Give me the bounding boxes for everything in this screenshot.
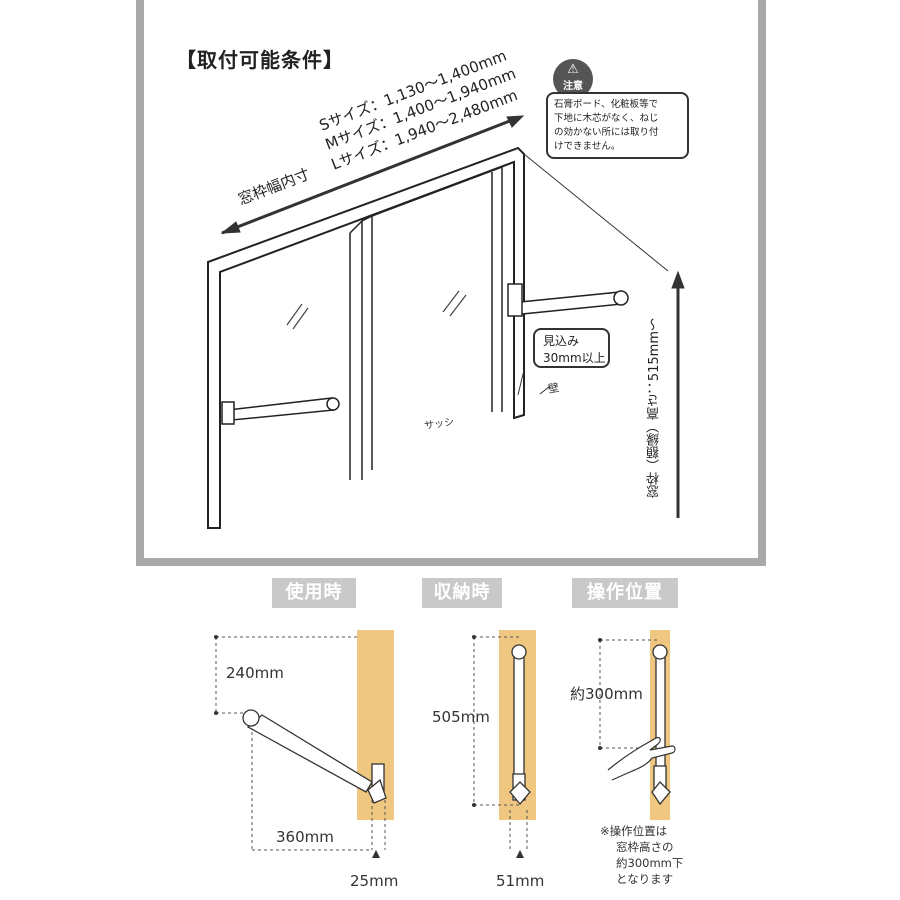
operation-position-diagram	[598, 630, 676, 820]
operation-height-dim: 約300mm	[570, 685, 643, 703]
leader-lines	[517, 153, 669, 396]
badge-stored: 収納時	[422, 578, 502, 608]
stored-state-diagram	[472, 630, 536, 858]
stored-depth-dim: 51mm	[496, 872, 545, 890]
stored-length-dim: 505mm	[432, 708, 490, 726]
height-arrow	[671, 270, 685, 518]
sash-panels	[349, 166, 503, 480]
use-height-dim: 240mm	[226, 664, 284, 682]
right-arm	[507, 283, 629, 317]
installation-conditions-title: 【取付可能条件】	[176, 48, 344, 72]
badge-in-use: 使用時	[272, 578, 356, 608]
frame-height-label: 窓枠（額縁）高さ：515mm〜	[647, 318, 662, 499]
hand-icon	[607, 736, 676, 781]
use-reach-dim: 360mm	[276, 828, 334, 846]
glass-reflection-marks	[286, 290, 467, 330]
caution-note: 石膏ボード、化粧板等で 下地に木芯がなく、ねじ の効かない所には取り付 けできま…	[546, 92, 689, 159]
use-depth-dim: 25mm	[350, 872, 399, 890]
window-frame	[207, 146, 525, 529]
badge-operation-position: 操作位置	[572, 578, 678, 608]
operation-footnote: ※操作位置は 窓枠高さの 約300mm下 となります	[600, 824, 684, 886]
use-state-diagram	[214, 630, 394, 858]
depth-requirement-callout: 見込み 30mm以上	[533, 328, 610, 368]
left-arm	[221, 397, 340, 425]
width-arrow	[220, 115, 525, 235]
